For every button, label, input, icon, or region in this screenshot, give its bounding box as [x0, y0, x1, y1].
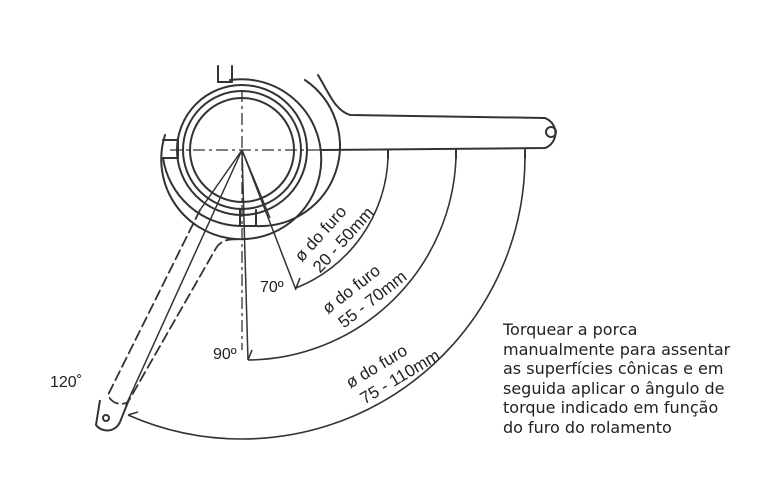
- note-line: do furo do rolamento: [503, 417, 672, 437]
- arc-120: [127, 157, 526, 440]
- nut-notch-bottom: [239, 209, 257, 227]
- wrench-arm: [317, 74, 557, 151]
- angle-label-120: 120˚: [50, 374, 83, 391]
- angle-label-70: 70º: [260, 279, 284, 296]
- angle-label-90: 90º: [213, 346, 237, 363]
- ray-120: [125, 149, 243, 406]
- arc-90: [247, 157, 457, 361]
- note-line: as superfícies cônicas e em: [503, 359, 724, 378]
- ray-90: [241, 149, 249, 361]
- nut-outer-ring: [160, 78, 323, 241]
- note-line: torque indicado em função: [503, 398, 719, 417]
- ray-minor-2: [241, 149, 271, 219]
- arc-70: [295, 157, 389, 289]
- ghost-handle-hole: [102, 414, 110, 422]
- note-line: seguida aplicar o ângulo de: [503, 378, 725, 398]
- wrench-handle-hole: [545, 126, 557, 138]
- ghost-wrench-arm: [107, 209, 216, 405]
- nut-notch-top: [217, 65, 233, 83]
- note-line: manualmente para assentar: [503, 339, 731, 359]
- instruction-note: Torquear a porca manualmente para assent…: [503, 320, 730, 437]
- nut-notch-left: [162, 139, 179, 159]
- note-line: Torquear a porca: [503, 320, 638, 339]
- ray-minor: [199, 149, 243, 211]
